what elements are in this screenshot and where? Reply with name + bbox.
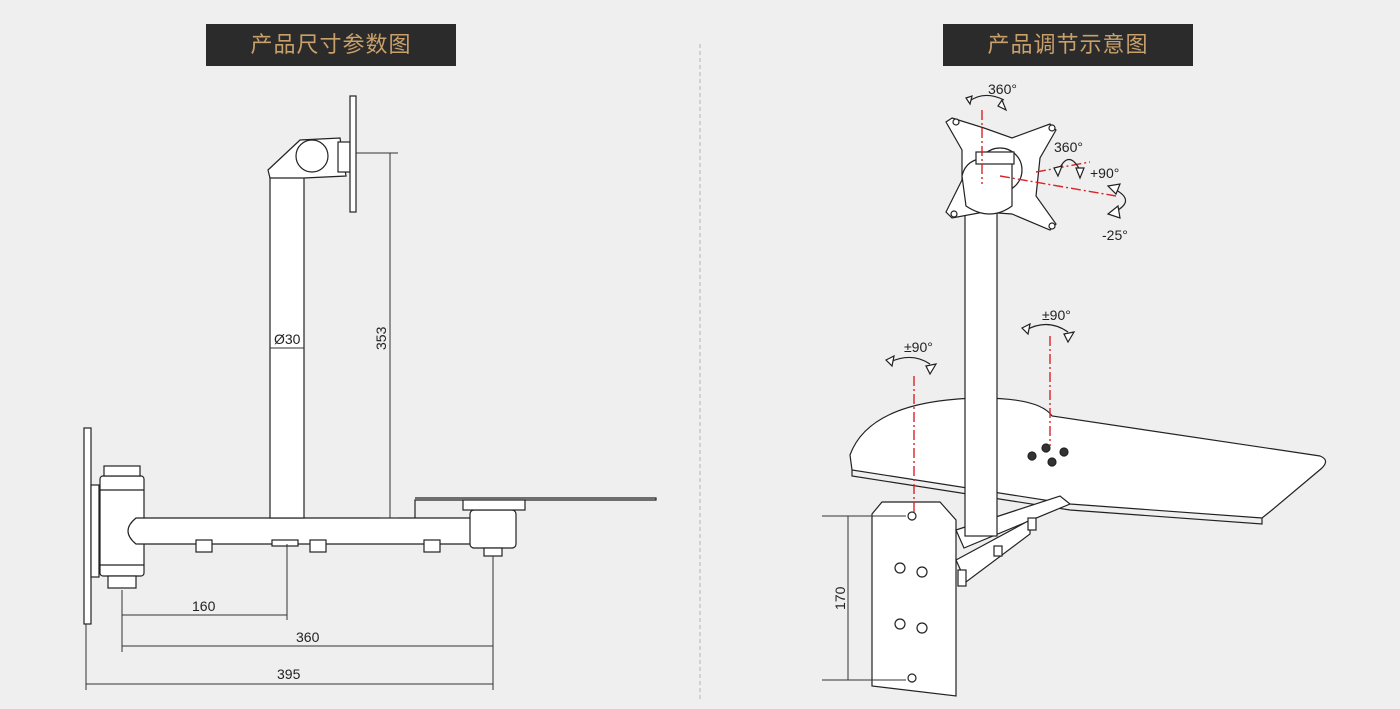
dim-360: 360 [296,629,320,645]
dim-clamp-height: 170 [832,586,848,610]
desk-tray [849,397,1327,519]
dim-pole-diameter: Ø30 [274,331,301,347]
rotation-axes [913,110,1117,512]
tray [414,497,657,518]
clamp-plate [871,501,957,697]
dimension-lines [85,152,494,690]
pole-adjust [964,209,998,537]
title-adjustment: 产品调节示意图 [943,24,1193,66]
dimension-drawing [83,95,657,625]
angle-arm-right: ±90° [1042,307,1071,323]
wall-plate [83,427,92,625]
dim-pole-height: 353 [373,326,389,350]
angle-head-swivel: 360° [1054,139,1083,155]
adjustment-drawing [849,117,1327,697]
angle-tilt-up: +90° [1090,165,1119,181]
rotation-arrows [884,94,1127,376]
dim-160: 160 [192,598,216,614]
angle-head-rotation: 360° [988,81,1017,97]
vesa-plate-side [349,95,357,213]
angle-arm-left: ±90° [904,339,933,355]
angle-tilt-down: -25° [1102,227,1128,243]
clamp-dimension [822,515,906,681]
pole [269,175,305,519]
dim-395: 395 [277,666,301,682]
title-dimensions: 产品尺寸参数图 [206,24,456,66]
